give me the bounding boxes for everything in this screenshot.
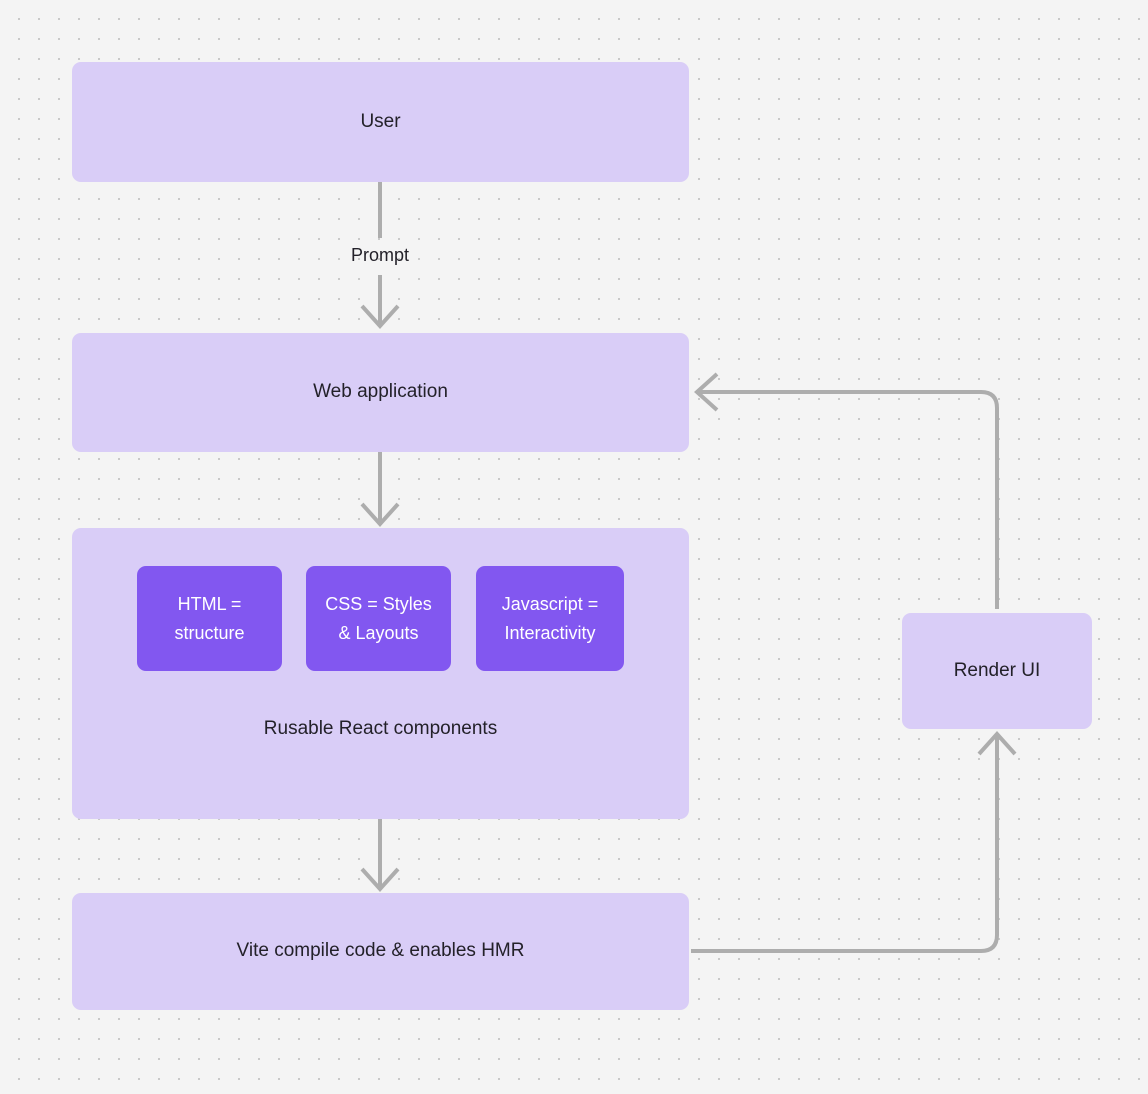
node-web-application[interactable]: Web application: [72, 333, 689, 452]
node-html-label-line1: HTML =: [177, 593, 242, 614]
node-user-label: User: [360, 110, 401, 132]
node-css[interactable]: CSS = Styles & Layouts: [306, 566, 451, 671]
arrowhead-web-application-top: [360, 304, 400, 329]
node-css-label-line2: & Layouts: [338, 622, 419, 643]
edge-label-prompt-text: Prompt: [350, 245, 410, 265]
arrowhead-render-ui-bottom: [977, 731, 1017, 756]
node-html-label-line2: structure: [174, 622, 245, 643]
node-components-group-caption: Rusable React components: [72, 718, 689, 740]
edge-label-prompt: Prompt: [330, 245, 430, 266]
arrowhead-web-application-right: [694, 372, 719, 412]
node-web-application-label: Web application: [313, 381, 448, 403]
node-vite[interactable]: Vite compile code & enables HMR: [72, 893, 689, 1010]
node-components-group[interactable]: HTML = structure CSS = Styles & Layouts …: [72, 528, 689, 819]
node-javascript-label-line1: Javascript =: [501, 593, 599, 614]
node-render-ui-label: Render UI: [953, 659, 1041, 681]
edge-render-ui-to-web-application: [699, 390, 999, 609]
node-javascript-label-line2: Interactivity: [504, 622, 596, 643]
node-user[interactable]: User: [72, 62, 689, 182]
node-vite-label: Vite compile code & enables HMR: [236, 940, 525, 962]
node-html[interactable]: HTML = structure: [137, 566, 282, 671]
edge-vite-to-render-ui: [691, 736, 999, 953]
node-render-ui[interactable]: Render UI: [902, 613, 1092, 729]
arrowhead-vite-top: [360, 867, 400, 892]
node-javascript[interactable]: Javascript = Interactivity: [476, 566, 624, 671]
arrowhead-components-top: [360, 502, 400, 527]
node-components-group-caption-text: Rusable React components: [263, 718, 498, 739]
node-css-label-line1: CSS = Styles: [325, 593, 432, 614]
